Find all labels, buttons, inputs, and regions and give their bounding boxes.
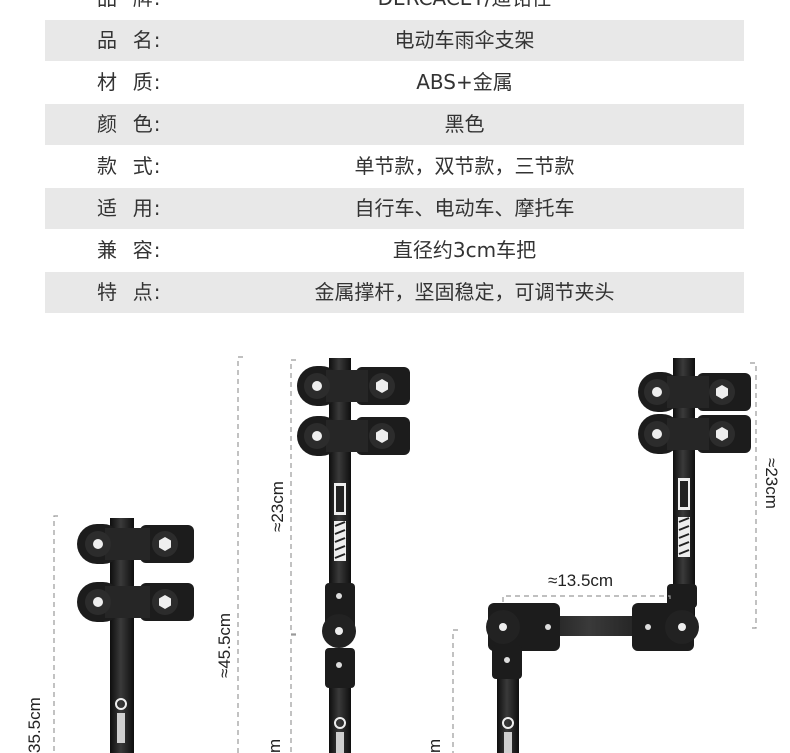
spec-row: 颜 色: 黑色 [45,104,744,145]
brand-logo-double [334,717,346,753]
clamp-lower [77,582,194,622]
spec-value: 金属撑杆，坚固稳定，可调节夹头 [314,280,615,304]
spec-label: 款 式: [97,154,162,178]
dim-label-single: 35.5cm [25,697,44,753]
single-section-holder [77,518,194,753]
spec-label: 颜 色: [97,112,162,136]
spec-label: 特 点: [97,280,162,304]
dim-line-double-top: ≈23cm m [265,359,296,753]
joint-bottom [325,648,355,688]
clamp-lower-triple [638,414,751,454]
spec-value: 单节款，双节款，三节款 [354,154,575,178]
spec-value: 黑色 [444,112,485,136]
product-figure: 35.5cm [25,356,781,753]
joint-right [632,584,699,651]
clamp-upper [77,524,194,564]
spec-value: 直径约3cm车把 [392,238,537,262]
dim-label-double-top: ≈23cm [268,481,287,532]
spec-label: 材 质: [97,70,162,94]
spec-row: 品 名: 电动车雨伞支架 [45,20,744,61]
dim-label-triple-top: ≈23cm [762,458,781,509]
spec-row: 材 质: ABS+金属 [45,62,744,103]
double-section-holder [297,358,410,753]
tube-bottom [329,688,351,753]
brand-logo-triple [502,717,514,753]
clamp-upper-triple [638,372,751,412]
spec-row: 款 式: 单节款，双节款，三节款 [45,146,744,187]
spec-row: 适 用: 自行车、电动车、摩托车 [45,188,744,229]
spec-value: ABS+金属 [416,70,513,94]
spec-value: 电动车雨伞支架 [394,28,535,52]
dim-label-cut-b: m [425,739,444,753]
dim-line-triple-arm: ≈13.5cm [502,571,671,602]
dim-line-single: 35.5cm [25,515,58,753]
dim-label-triple-arm: ≈13.5cm [548,571,613,590]
clamp-upper-double [297,366,410,406]
spec-value: 自行车、电动车、摩托车 [354,196,575,220]
spec-row: 特 点: 金属撑杆，坚固稳定，可调节夹头 [45,272,744,313]
spec-label: 品 牌: [97,0,161,19]
joint-left [486,603,560,679]
dim-label-double-total: ≈45.5cm [215,613,234,678]
dim-label-cut-a: m [265,739,284,753]
clamp-lower-double [297,416,410,456]
triple-section-holder [486,358,751,753]
spec-label: 适 用: [97,196,162,220]
spec-row: 品 牌: DERCACEY/迪铭仕 [45,0,744,19]
dim-line-triple-top: ≈23cm [750,362,781,629]
spec-value: DERCACEY/迪铭仕 [225,0,704,19]
warning-sticker-triple [678,478,690,557]
brand-logo-single [115,698,127,743]
dim-line-triple-bottom: m [425,629,458,753]
warning-sticker-double [334,483,346,561]
spec-label: 兼 容: [97,238,162,262]
spec-row: 兼 容: 直径约3cm车把 [45,230,744,271]
spec-label: 品 名: [97,28,162,52]
dim-line-double-total: ≈45.5cm [215,356,243,753]
